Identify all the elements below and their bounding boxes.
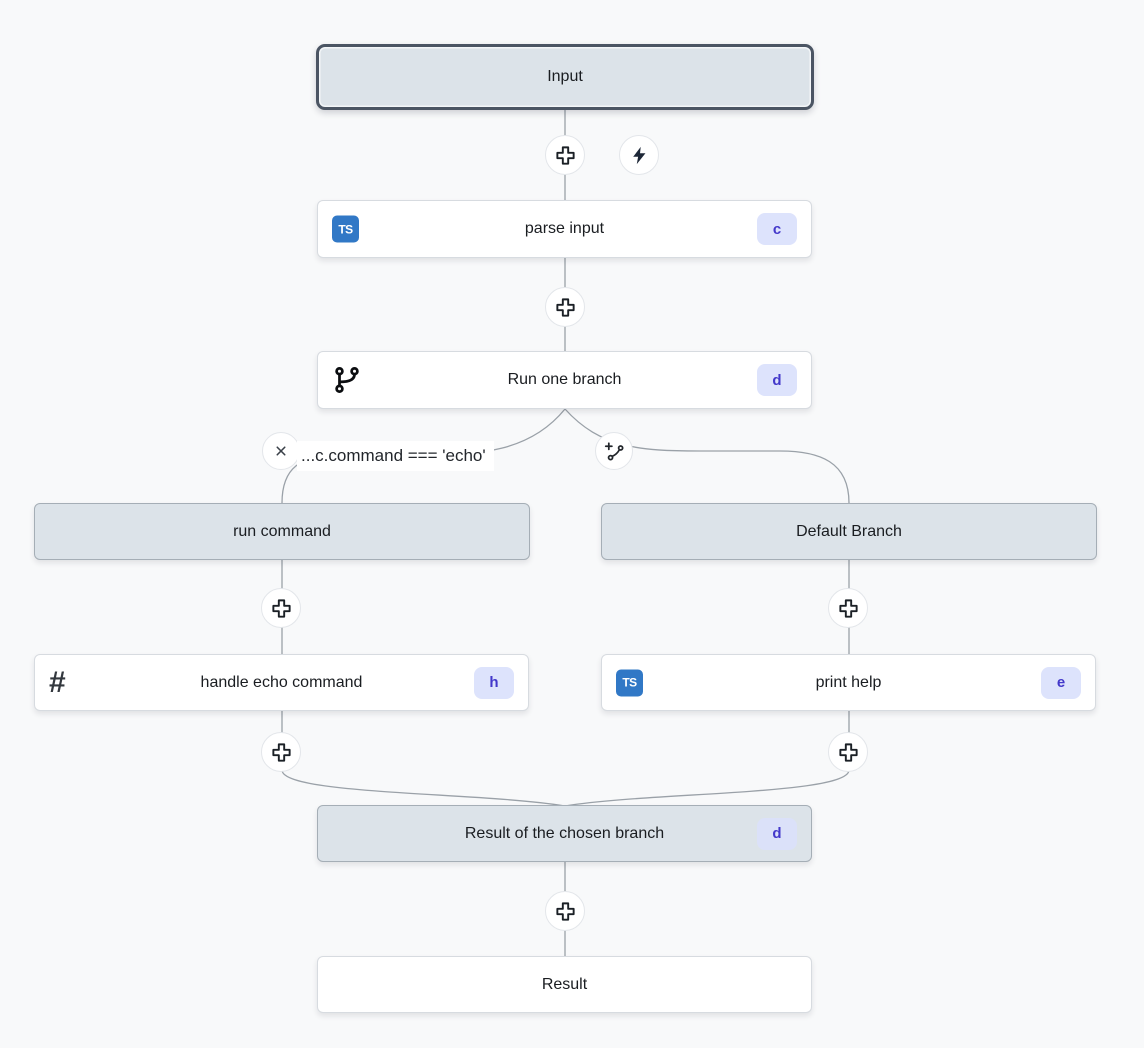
node-input[interactable]: Input (316, 44, 814, 110)
plus-icon (837, 597, 860, 620)
node-handle-echo-command[interactable]: # handle echo command h (34, 654, 529, 711)
branch-header-run-command[interactable]: run command (34, 503, 530, 560)
typescript-icon: TS (332, 215, 359, 243)
step-id-badge: c (757, 213, 797, 245)
hash-icon: # (49, 665, 66, 699)
x-icon (271, 441, 291, 461)
step-id-badge: d (757, 817, 797, 850)
node-branch-result[interactable]: Result of the chosen branch d (317, 805, 812, 862)
node-input-label: Input (547, 68, 583, 85)
node-result[interactable]: Result (317, 956, 812, 1013)
plus-icon (554, 900, 577, 923)
plus-icon (554, 144, 577, 167)
insert-step-button[interactable] (545, 891, 585, 931)
node-parse-input-label: parse input (524, 220, 605, 237)
insert-step-button[interactable] (828, 732, 868, 772)
typescript-icon: TS (616, 669, 643, 696)
insert-step-button[interactable] (261, 732, 301, 772)
trigger-button[interactable] (619, 135, 659, 175)
node-run-one-branch[interactable]: Run one branch d (317, 351, 812, 409)
node-run-one-branch-label: Run one branch (507, 371, 622, 388)
branch-condition-button[interactable] (262, 432, 300, 470)
branch-condition-label: ...c.command === 'echo' (297, 441, 494, 471)
node-branch-result-label: Result of the chosen branch (464, 824, 665, 842)
insert-step-button[interactable] (545, 287, 585, 327)
lightning-bolt-icon (629, 145, 650, 166)
plus-icon (270, 741, 293, 764)
branch-plus-icon (604, 441, 625, 462)
insert-step-button[interactable] (261, 588, 301, 628)
node-result-label: Result (541, 975, 588, 993)
step-id-badge: d (757, 364, 797, 396)
git-branch-icon (332, 365, 362, 395)
insert-step-button[interactable] (828, 588, 868, 628)
node-print-help-label: print help (815, 673, 882, 691)
insert-step-button[interactable] (545, 135, 585, 175)
step-id-badge: h (474, 666, 514, 699)
plus-icon (554, 296, 577, 319)
node-parse-input[interactable]: TS parse input c (317, 200, 812, 258)
branch-header-label: run command (233, 522, 331, 540)
branch-header-default[interactable]: Default Branch (601, 503, 1097, 560)
add-branch-button[interactable] (595, 432, 633, 470)
branch-header-label: Default Branch (796, 522, 902, 540)
node-handle-echo-label: handle echo command (200, 673, 363, 691)
node-print-help[interactable]: TS print help e (601, 654, 1096, 711)
plus-icon (837, 741, 860, 764)
step-id-badge: e (1041, 666, 1081, 699)
plus-icon (270, 597, 293, 620)
